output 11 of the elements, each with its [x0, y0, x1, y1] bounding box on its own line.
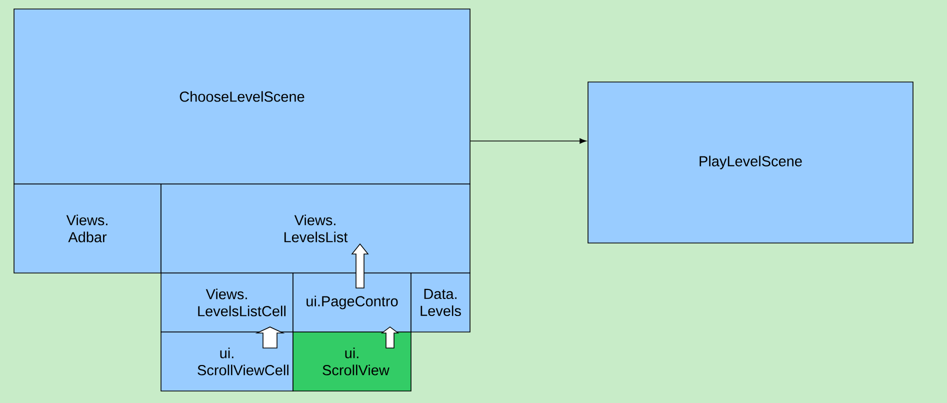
component-box: Views. LevelsListCell [160, 272, 294, 332]
component-box: PlayLevelScene [588, 82, 914, 244]
component-box: ui. ScrollViewCell [160, 332, 294, 392]
component-box: ui. ScrollView [292, 332, 412, 392]
block-arrow [255, 326, 285, 348]
component-box: ui.PageContro [292, 272, 412, 332]
arrow [470, 138, 586, 144]
component-box: Data. Levels [410, 272, 470, 332]
block-arrow [380, 326, 400, 348]
block-arrow [351, 243, 369, 288]
component-box: Views. Adbar [14, 184, 162, 274]
